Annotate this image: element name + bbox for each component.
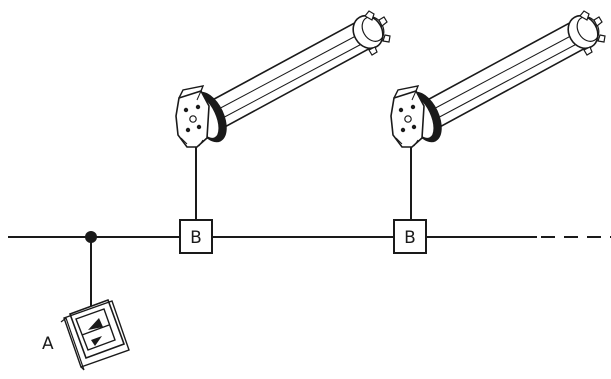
tubular-motor-icon [390, 9, 606, 149]
module-b-2 [393, 219, 427, 254]
module-b-1-label: B [190, 228, 202, 248]
tubular-motor-icon [175, 9, 391, 149]
wall-switch-icon [60, 298, 130, 371]
module-b-2-label: B [404, 228, 416, 248]
module-b-1 [179, 219, 213, 254]
switch-label: A [42, 334, 54, 354]
